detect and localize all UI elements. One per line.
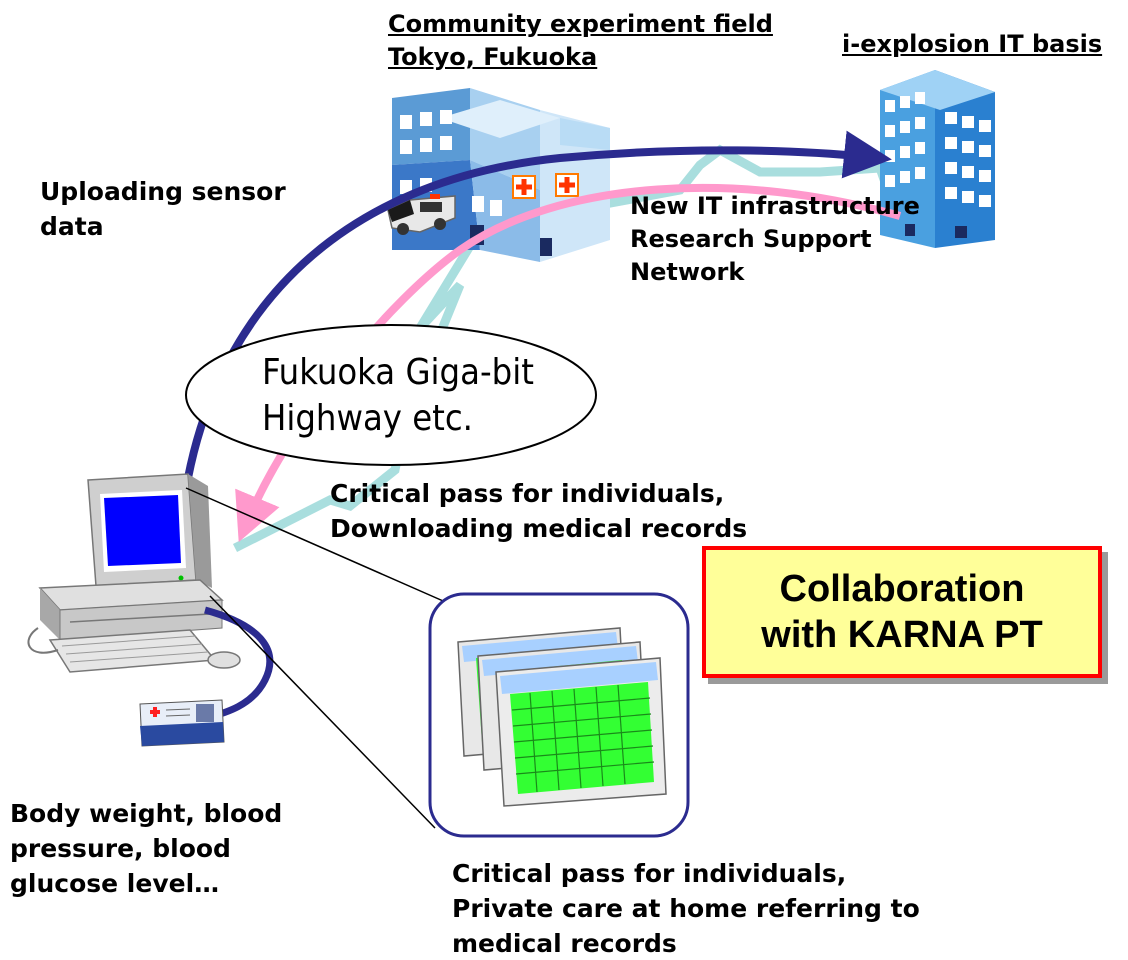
it-basis-label: i-explosion IT basis <box>842 30 1103 58</box>
ambulance-icon <box>387 194 456 235</box>
highway-label: Fukuoka Giga-bit Highway etc. <box>262 352 534 439</box>
collab-line-1: Collaboration <box>779 568 1025 610</box>
health-id-card-icon <box>139 699 225 747</box>
uploading-label: Uploading sensor data <box>40 177 286 241</box>
vitals-label: Body weight, blood pressure, blood gluco… <box>10 799 283 898</box>
highway-ellipse <box>185 324 597 466</box>
community-field-label: Community experiment field Tokyo, Fukuok… <box>388 10 773 71</box>
connector-lines <box>185 487 451 829</box>
collaboration-box: Collaboration with KARNA PT <box>702 546 1102 678</box>
download-label: Critical pass for individuals, Downloadi… <box>330 479 748 543</box>
upload-arrow <box>184 130 892 479</box>
network-label: New IT infrastructure Research Support N… <box>630 192 920 286</box>
desktop-computer-icon <box>27 473 241 673</box>
hospital-icon <box>392 88 610 262</box>
medical-records-screens-icon <box>428 592 690 838</box>
homecare-label: Critical pass for individuals, Private c… <box>452 859 920 958</box>
collab-line-2: with KARNA PT <box>761 614 1043 656</box>
